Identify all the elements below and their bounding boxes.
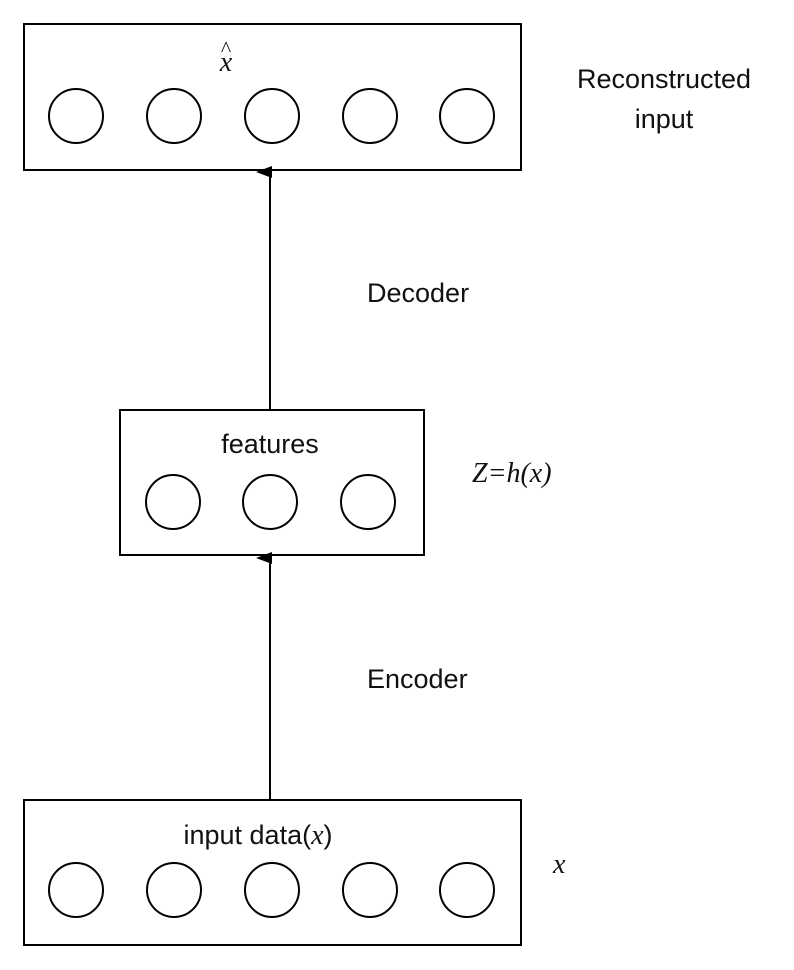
hidden-node	[340, 474, 396, 530]
encoder-label: Encoder	[367, 664, 468, 694]
output-symbol-accent: ^	[221, 36, 232, 61]
hidden-layer: features	[119, 409, 425, 556]
output-node	[48, 88, 104, 144]
hidden-layer-title: features	[221, 429, 319, 459]
output-node	[439, 88, 495, 144]
output-layer: ^ x	[23, 23, 522, 171]
output-side-label-line2: input	[635, 104, 694, 134]
output-symbol: x	[219, 47, 233, 78]
input-node	[146, 862, 202, 918]
output-node	[146, 88, 202, 144]
input-title-prefix: input data(	[183, 820, 311, 850]
input-node	[439, 862, 495, 918]
input-title-var: x	[310, 820, 324, 851]
input-title-suffix: )	[324, 820, 333, 850]
output-node	[342, 88, 398, 144]
input-node	[342, 862, 398, 918]
input-layer-title: input data(x)	[183, 820, 332, 851]
input-layer: input data(x)	[23, 799, 522, 946]
input-side-label: x	[552, 849, 566, 880]
hidden-node	[242, 474, 298, 530]
input-node	[48, 862, 104, 918]
output-node	[244, 88, 300, 144]
output-side-label-line1: Reconstructed	[577, 64, 751, 94]
decoder-label: Decoder	[367, 278, 469, 308]
hidden-node	[145, 474, 201, 530]
hidden-side-label: Z=h(x)	[472, 458, 552, 489]
input-node	[244, 862, 300, 918]
